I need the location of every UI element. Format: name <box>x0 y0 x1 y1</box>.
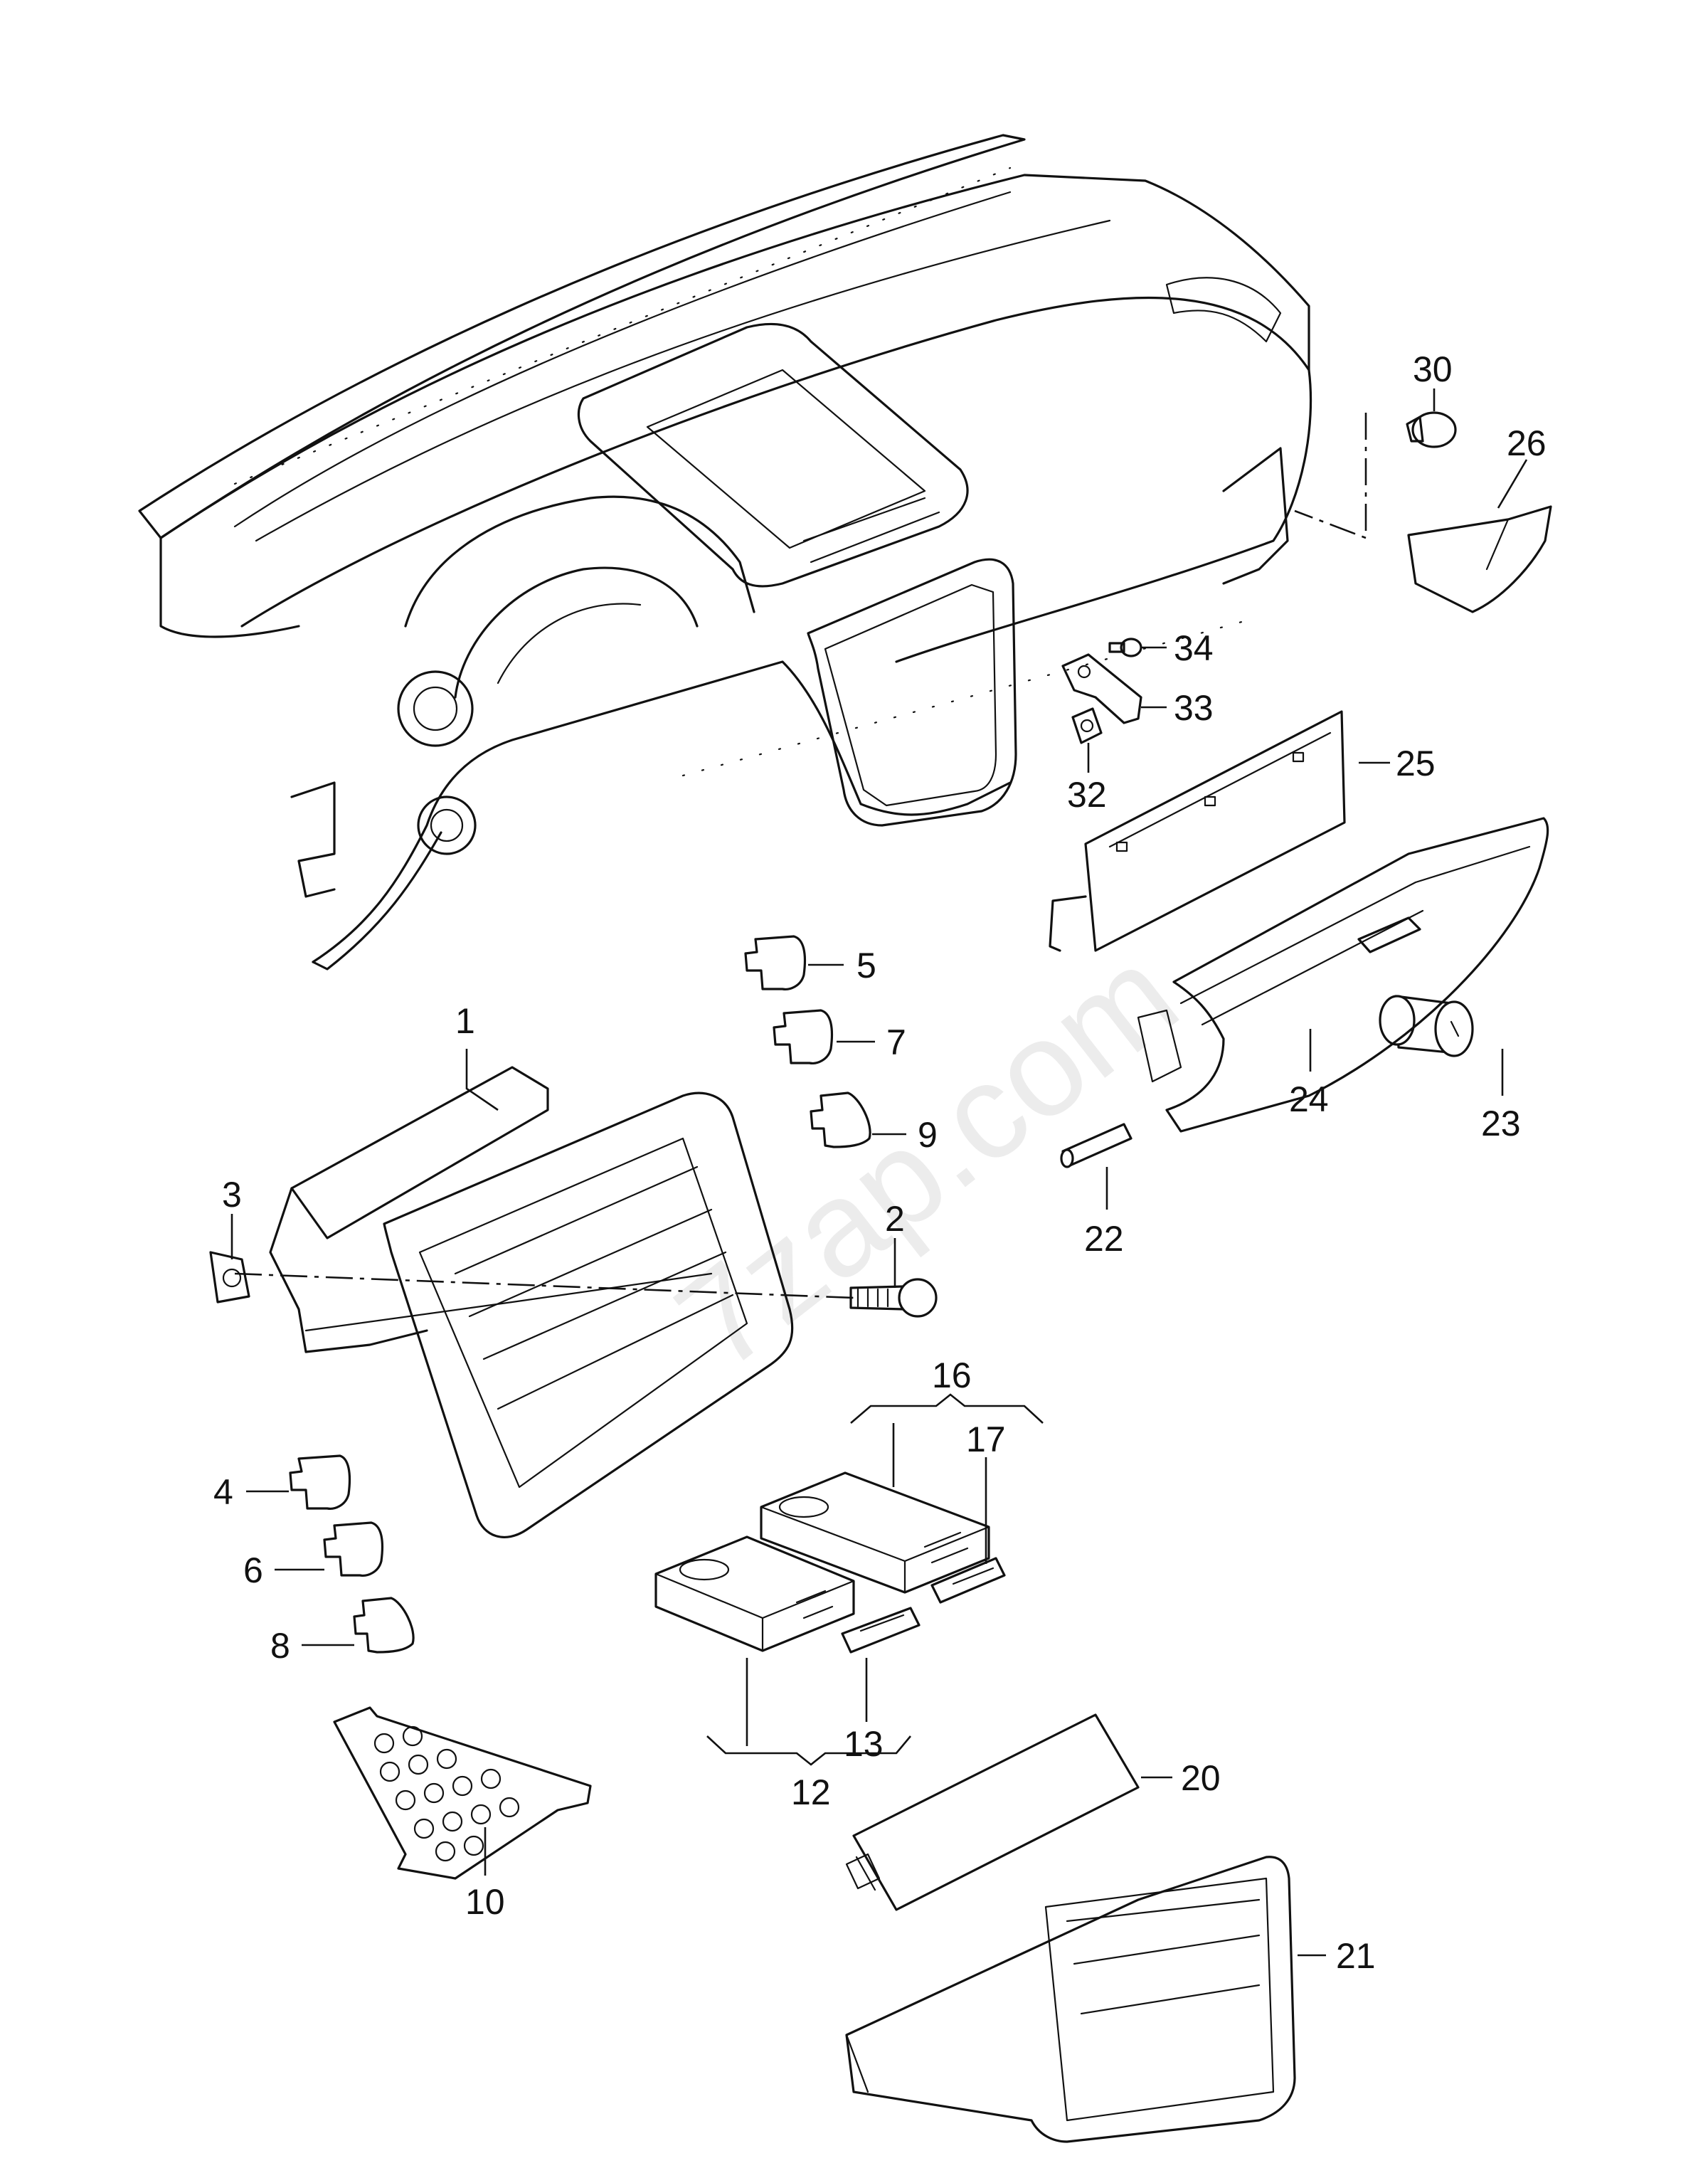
part-20-sliding-tray <box>845 1713 1140 1911</box>
callout-8: 8 <box>270 1626 290 1666</box>
part-26-side-cover <box>1407 505 1552 613</box>
part-17-insert <box>930 1557 1006 1604</box>
callout-2: 2 <box>885 1199 905 1239</box>
callout-30: 30 <box>1413 349 1453 389</box>
callout-1: 1 <box>455 1001 475 1041</box>
part-25-inner-panel <box>1049 710 1346 952</box>
callout-5: 5 <box>856 946 876 985</box>
part-3-clip-nut <box>209 1251 250 1304</box>
callout-12: 12 <box>791 1772 831 1812</box>
callout-9: 9 <box>918 1115 938 1155</box>
callout-13: 13 <box>844 1724 884 1764</box>
callout-4: 4 <box>213 1472 233 1512</box>
part-21-drawer-housing <box>845 1856 1296 2143</box>
part-34-screw <box>1108 638 1142 657</box>
callout-22: 22 <box>1084 1219 1124 1259</box>
part-32-bracket <box>1071 707 1103 744</box>
part-22-pin <box>1060 1123 1133 1168</box>
part-10-perforated-cover <box>333 1706 592 1880</box>
callout-7: 7 <box>886 1022 906 1062</box>
part-4-switch-blank <box>289 1454 351 1510</box>
part-13-insert <box>841 1607 921 1654</box>
watermark: 7zap.com <box>649 919 1204 1398</box>
callout-10: 10 <box>465 1882 505 1922</box>
part-1-center-trim-frame <box>269 1066 794 1538</box>
part-5-switch-blank <box>744 935 807 990</box>
callout-34: 34 <box>1174 628 1214 668</box>
part-6-switch-blank <box>323 1521 384 1577</box>
part-8-switch-blank <box>353 1597 415 1654</box>
callout-26: 26 <box>1507 423 1547 463</box>
callout-32: 32 <box>1067 775 1107 815</box>
dashboard-panel <box>138 134 1312 971</box>
part-9-switch-blank <box>810 1091 871 1148</box>
callout-21: 21 <box>1336 1936 1376 1976</box>
callout-20: 20 <box>1181 1758 1221 1798</box>
leader-lines <box>230 388 1528 1957</box>
part-24-glovebox-lid <box>1137 817 1549 1133</box>
part-2-screw <box>849 1278 938 1318</box>
callout-25: 25 <box>1396 744 1436 783</box>
callout-24: 24 <box>1289 1079 1329 1119</box>
callout-17: 17 <box>966 1419 1006 1459</box>
callout-3: 3 <box>222 1175 242 1215</box>
part-12-storage-tray <box>654 1535 855 1652</box>
callout-6: 6 <box>243 1550 263 1590</box>
part-23-lock-cylinder <box>1379 995 1474 1057</box>
part-33-hinge-bracket <box>1061 653 1142 724</box>
part-16-storage-tray <box>760 1471 990 1594</box>
callout-23: 23 <box>1481 1104 1521 1143</box>
part-30-cap <box>1406 411 1457 448</box>
part-7-switch-blank <box>773 1009 834 1064</box>
callouts: 1 2 3 4 5 6 7 8 9 10 12 13 16 17 20 21 2… <box>213 349 1547 1976</box>
callout-33: 33 <box>1174 688 1214 728</box>
callout-16: 16 <box>932 1355 972 1395</box>
